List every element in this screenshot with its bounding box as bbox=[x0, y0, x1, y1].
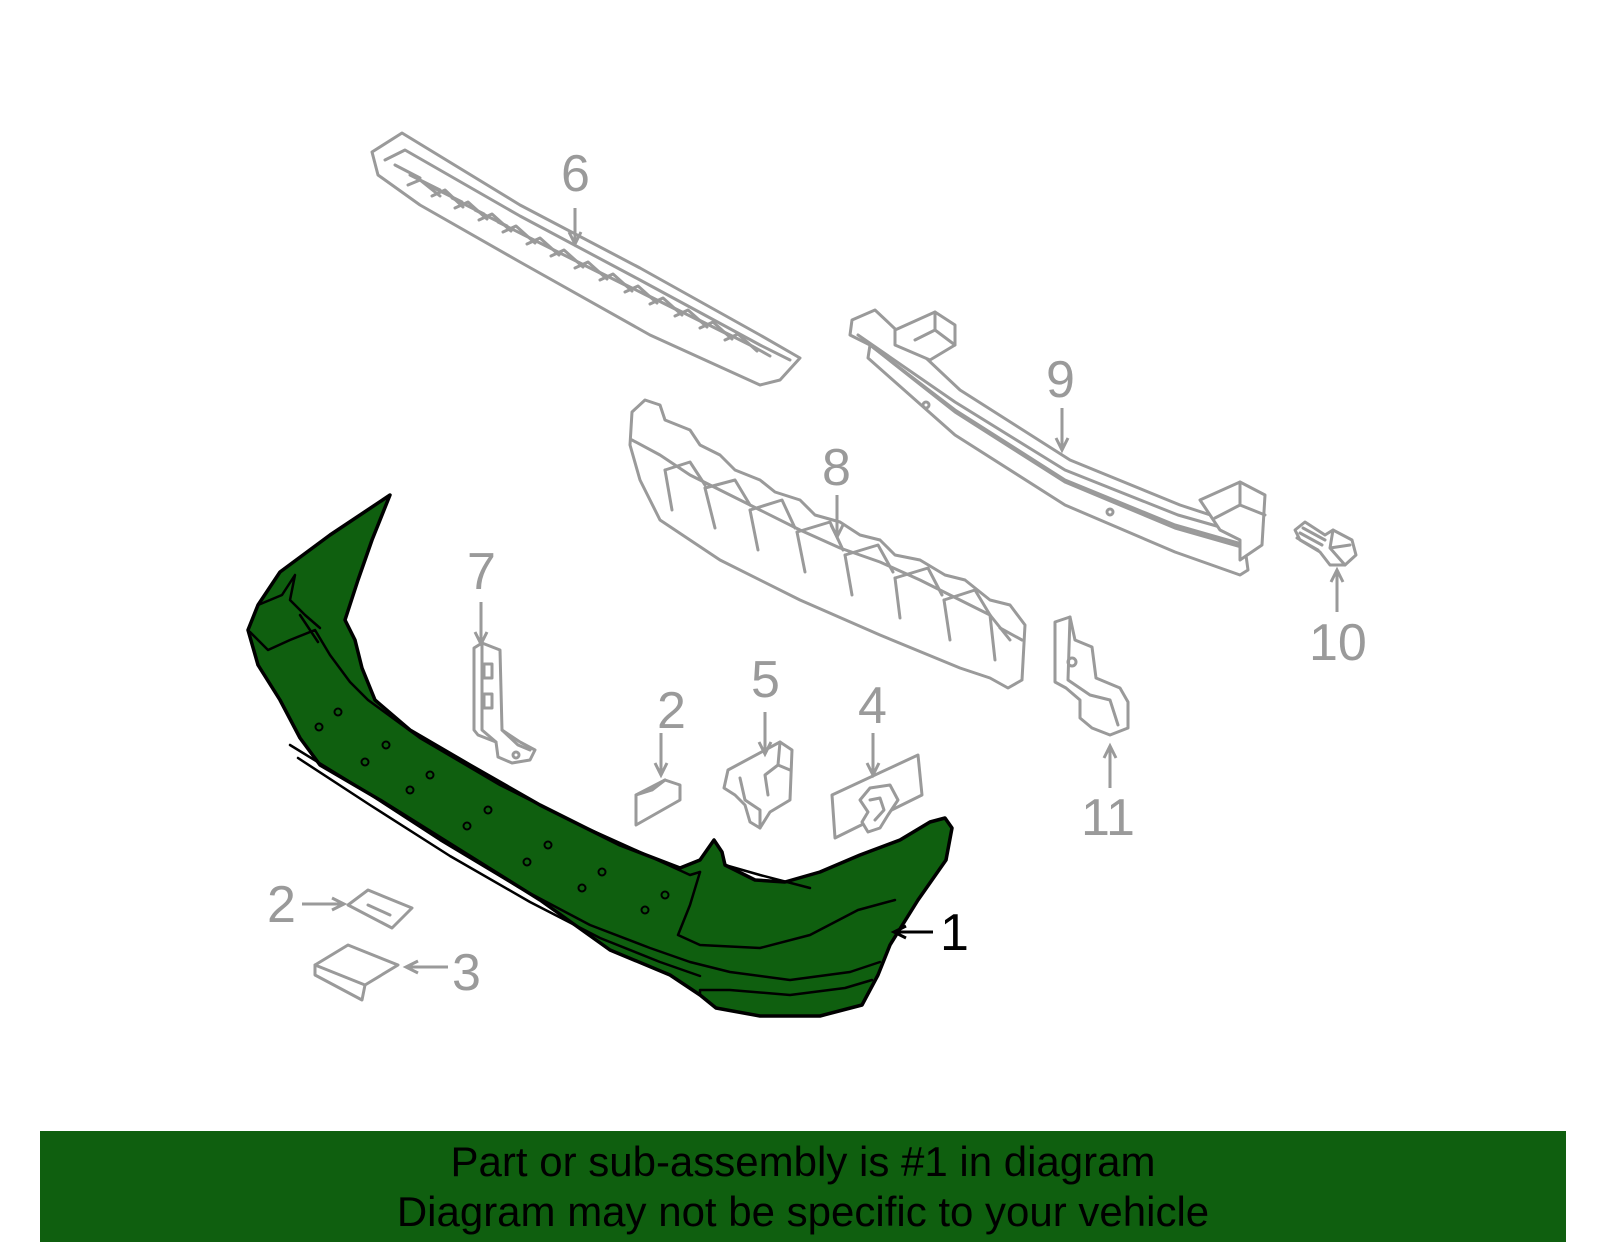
banner-line-disclaimer: Diagram may not be specific to your vehi… bbox=[396, 1187, 1210, 1235]
callout-1[interactable]: 1 bbox=[940, 904, 969, 962]
part-2-pad-upper[interactable] bbox=[634, 778, 682, 827]
callout-7[interactable]: 7 bbox=[467, 543, 496, 601]
callout-3[interactable]: 3 bbox=[452, 944, 481, 1002]
callout-9[interactable]: 9 bbox=[1046, 351, 1075, 409]
part-10-bolt[interactable] bbox=[1293, 520, 1358, 567]
callout-11[interactable]: 11 bbox=[1081, 789, 1135, 847]
part-2-pad-lower[interactable] bbox=[346, 888, 414, 930]
part-5-clip[interactable] bbox=[722, 740, 794, 830]
callout-5[interactable]: 5 bbox=[751, 651, 780, 709]
callout-4[interactable]: 4 bbox=[858, 677, 887, 735]
info-banner: Part or sub-assembly is #1 in diagram Di… bbox=[40, 1131, 1566, 1242]
part-6-step-pad[interactable] bbox=[370, 131, 802, 387]
part-9-reinforcement-bar[interactable] bbox=[848, 308, 1267, 577]
callout-6[interactable]: 6 bbox=[561, 145, 590, 203]
part-7-bracket[interactable] bbox=[472, 641, 537, 765]
part-8-energy-absorber[interactable] bbox=[628, 398, 1027, 690]
callout-10[interactable]: 10 bbox=[1309, 614, 1367, 672]
part-3-pad[interactable] bbox=[313, 943, 400, 1002]
part-1-bumper-cover[interactable] bbox=[246, 493, 954, 1018]
banner-line-part-number: Part or sub-assembly is #1 in diagram bbox=[450, 1137, 1156, 1185]
part-11-bracket[interactable] bbox=[1053, 615, 1130, 737]
callout-2-lower[interactable]: 2 bbox=[267, 876, 296, 934]
part-4-retainer[interactable] bbox=[830, 753, 924, 840]
callout-8[interactable]: 8 bbox=[822, 439, 851, 497]
callout-arrows bbox=[302, 208, 1345, 975]
callout-2-upper[interactable]: 2 bbox=[657, 682, 686, 740]
